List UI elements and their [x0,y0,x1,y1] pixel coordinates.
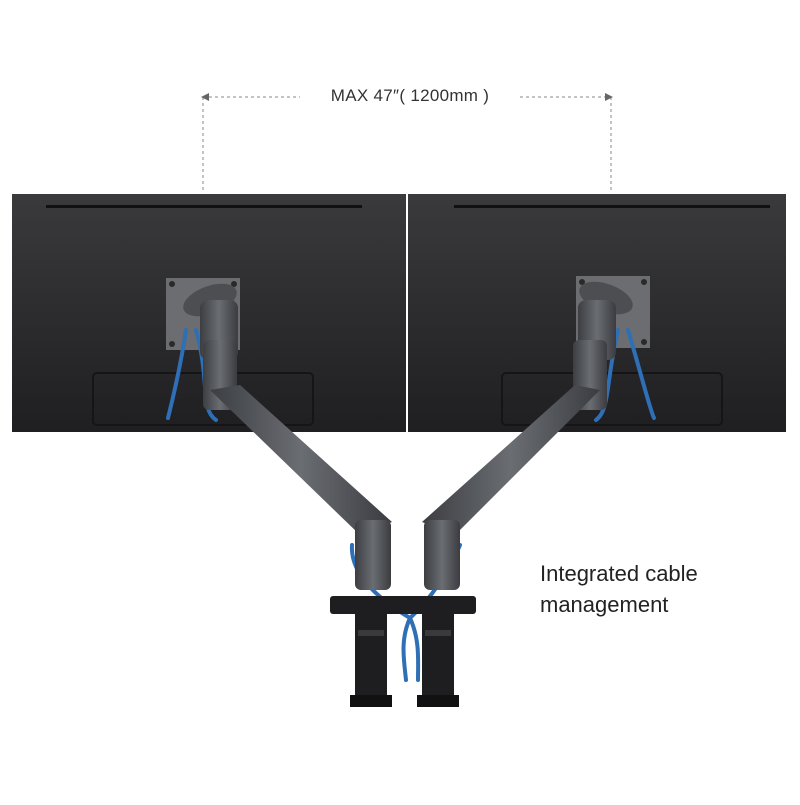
left-arm [183,283,392,590]
max-width-label: MAX 47″( 1200mm ) [300,86,520,106]
dimension-arrow-left [201,93,209,101]
right-arm [422,281,633,590]
dimension-indicator [202,96,612,192]
caption-line-1: Integrated cable [540,561,698,586]
desk-clamp [330,596,476,707]
cable-bundle [166,328,656,682]
feature-caption: Integrated cable management [540,558,780,620]
dimension-arrow-right [605,93,613,101]
caption-line-2: management [540,592,669,617]
